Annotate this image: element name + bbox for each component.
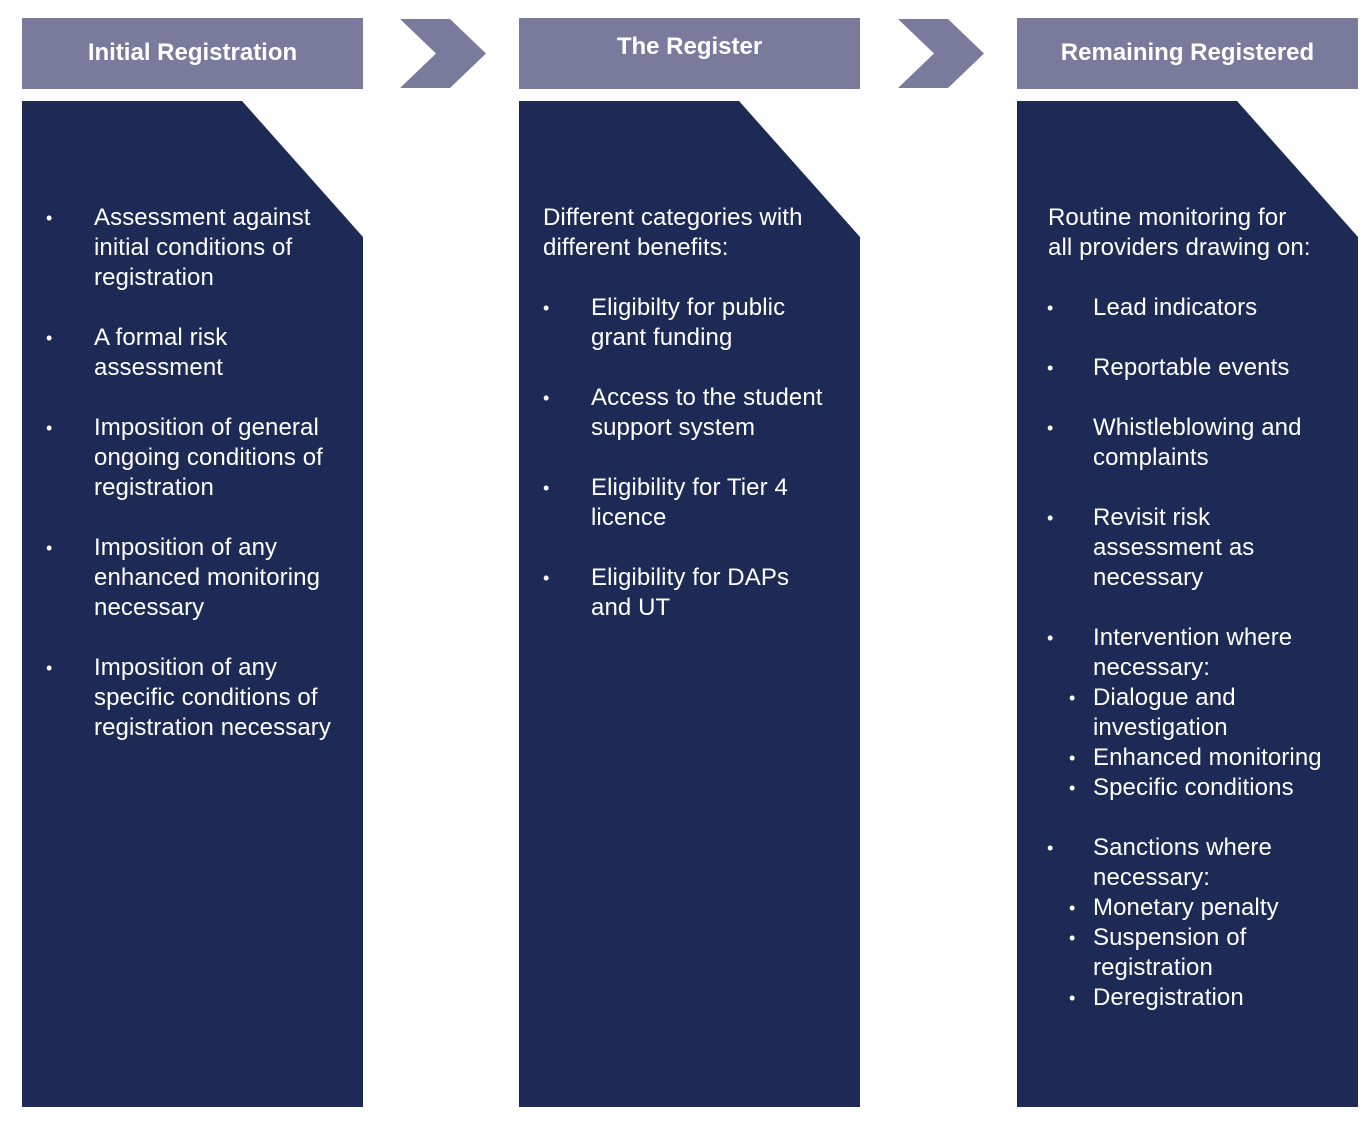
bullet-icon: • [1047,298,1054,318]
bullet-icon: • [1047,358,1054,378]
sub-list-item-text: Enhanced monitoring [1093,744,1322,771]
list-item: • Assessment against initial conditions o… [22,203,342,293]
list-item: • Reportable events [1017,353,1342,383]
sub-list-item: • Enhanced monitoring [1017,743,1342,773]
bullet-icon: • [46,538,53,558]
chevron-right-icon [898,19,984,88]
panel-remaining-registered: Routine monitoring for all providers dra… [1017,101,1358,1107]
bullet-icon: • [543,478,550,498]
list-item-text: Access to the student support system [591,384,823,441]
list-item-text: Intervention where necessary: [1093,624,1293,681]
list-item-text: Revisit risk assessment as necessary [1093,504,1255,591]
panel-intro: Different categories with different bene… [543,204,803,261]
list-item: • Eligibility for Tier 4 licence [519,473,831,533]
list-item-text: Imposition of general ongoing conditions… [94,414,323,501]
header-label: The Register [616,32,763,60]
sub-list-item: • Monetary penalty [1017,893,1342,923]
list-item: • Revisit risk assessment as necessary [1017,503,1342,593]
bullet-icon: • [46,418,53,438]
sub-list: • Dialogue and investigation • Enhanced mon… [1069,683,1342,803]
bullet-list: • Eligibilty for public grant funding • Acc… [519,203,849,623]
header-initial-registration: Initial Registration [22,18,363,89]
bullet-icon: • [1069,688,1076,708]
panel-content: Routine monitoring for all providers dra… [1017,203,1358,1043]
panel-background [22,101,363,1107]
header-remaining-registered: Remaining Registered [1017,18,1358,89]
bullet-icon: • [46,208,53,228]
bullet-icon: • [543,568,550,588]
bullet-list: • Assessment against initial conditions o… [22,203,352,743]
bullet-icon: • [1069,898,1076,918]
sub-list-item: • Specific conditions [1017,773,1342,803]
sub-list-item-text: Suspension of registration [1093,924,1247,981]
chevron-right-icon [400,19,486,88]
list-item-text: Imposition of any enhanced monitoring ne… [94,534,321,621]
panel-background [1017,101,1358,1107]
bullet-icon: • [1047,508,1054,528]
list-item: • Imposition of any specific conditions o… [22,653,342,743]
sub-list-item: • Deregistration [1017,983,1342,1013]
bullet-icon: • [1069,748,1076,768]
list-item-text: A formal risk assessment [94,324,228,381]
panel-intro: Routine monitoring for all providers dra… [1048,204,1311,261]
list-item: • Eligibilty for public grant funding [519,293,831,353]
sub-list-item: • Dialogue and investigation [1017,683,1342,743]
bullet-icon: • [543,388,550,408]
bullet-icon: • [1069,988,1076,1008]
sub-list-item-text: Specific conditions [1093,774,1294,801]
panel-content: Different categories with different bene… [519,203,860,653]
sub-list-item-text: Monetary penalty [1093,894,1279,921]
bullet-icon: • [46,328,53,348]
bullet-list: • Lead indicators • Reportable events • Whist… [1017,203,1347,1013]
list-item: • Eligibility for DAPs and UT [519,563,831,623]
bullet-icon: • [1069,928,1076,948]
bullet-icon: • [1069,778,1076,798]
list-item-text: Whistleblowing and complaints [1093,414,1302,471]
list-item-text: Lead indicators [1093,294,1258,321]
list-item: • Imposition of general ongoing condition… [22,413,342,503]
sub-list-item-text: Dialogue and investigation [1093,684,1236,741]
list-item-text: Eligibility for DAPs and UT [591,564,790,621]
header-the-register: The Register [519,18,860,89]
list-item-text: Eligibilty for public grant funding [591,294,786,351]
sub-list-item-text: Deregistration [1093,984,1244,1011]
bullet-icon: • [1047,418,1054,438]
bullet-icon: • [1047,628,1054,648]
header-label: Remaining Registered [1060,38,1315,66]
bullet-icon: • [46,658,53,678]
list-item-text: Eligibility for Tier 4 licence [591,474,788,531]
panel-the-register: Different categories with different bene… [519,101,860,1107]
list-item: • Sanctions where necessary: • Monetary pen… [1017,833,1342,1013]
list-item: • Lead indicators [1017,293,1342,323]
header-label: Initial Registration [87,38,298,66]
sub-list-item: • Suspension of registration [1017,923,1342,983]
bullet-icon: • [543,298,550,318]
list-item-text: Imposition of any specific conditions of… [94,654,331,741]
list-item: • Imposition of any enhanced monitoring n… [22,533,342,623]
panel-initial-registration: • Assessment against initial conditions o… [22,101,363,1107]
list-item: • Access to the student support system [519,383,831,443]
list-item-text: Reportable events [1093,354,1290,381]
list-item: • A formal risk assessment [22,323,342,383]
list-item-text: Assessment against initial conditions of… [94,204,311,291]
panel-content: • Assessment against initial conditions o… [22,203,363,773]
bullet-icon: • [1047,838,1054,858]
list-item-text: Sanctions where necessary: [1093,834,1272,891]
list-item: • Intervention where necessary: • Dialogue … [1017,623,1342,803]
list-item: • Whistleblowing and complaints [1017,413,1342,473]
sub-list: • Monetary penalty • Suspension of registra… [1069,893,1342,1013]
panel-background [519,101,860,1107]
